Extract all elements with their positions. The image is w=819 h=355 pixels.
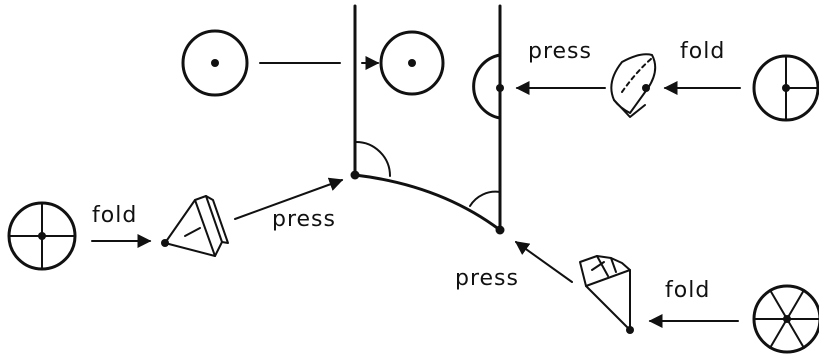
right-corner-point [495,225,505,235]
bottom-folded-cone [579,255,634,334]
left-corner-arc [354,140,391,177]
bottom-right-disc [752,284,819,354]
press-left-label: press [272,207,336,232]
fold-left-label: fold [92,203,137,228]
fold-top-label: fold [680,39,725,64]
left-folded-cone [161,195,229,257]
press-bottom-label: press [455,266,519,291]
right-corner-arc [469,190,501,207]
half-disc-center [496,84,504,92]
top-left-disc [181,29,249,97]
curved-floor [353,173,502,232]
top-right-disc [752,54,819,122]
top-center-disc [379,30,445,96]
left-disc [7,201,77,271]
press-bottom-arrow [514,241,573,283]
left-corner-point [350,170,360,180]
fold-bottom-label: fold [665,278,710,303]
press-left-arrow [234,177,344,220]
half-disc-on-wall [472,53,502,120]
press-top-label: press [528,39,592,64]
folded-half-shape [610,53,657,118]
